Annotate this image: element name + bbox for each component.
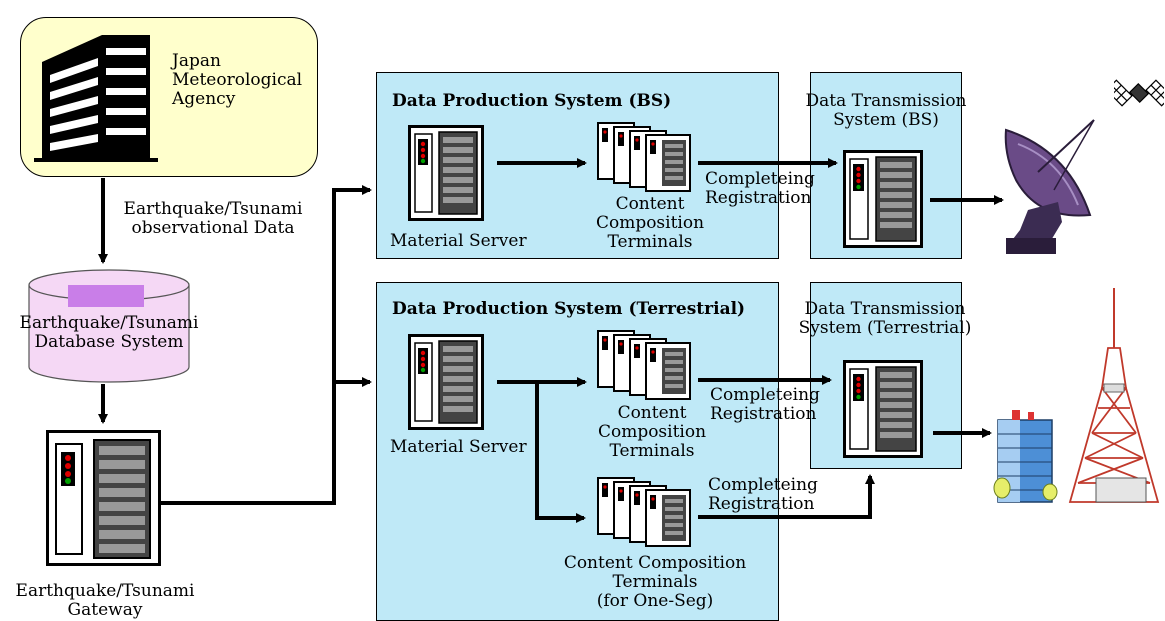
bs-material-server-label: Material Server: [390, 231, 527, 251]
terrestrial-material-server-label: Material Server: [390, 437, 527, 457]
bs-production-title: Data Production System (BS): [392, 91, 672, 111]
server-icon: [843, 360, 923, 458]
office-building-icon: [993, 410, 1058, 503]
terminals-icon: [597, 477, 691, 547]
server-icon: [408, 125, 484, 221]
satellite-dish-icon: [1004, 119, 1095, 254]
server-icon: [408, 334, 484, 430]
terminals-icon: [597, 330, 691, 400]
server-icon: [843, 150, 923, 248]
terminals-icon: [597, 122, 691, 192]
server-icon: [46, 430, 161, 566]
terrestrial-production-title: Data Production System (Terrestrial): [392, 299, 746, 319]
tv-tower-icon: [1068, 288, 1160, 503]
satellite-icon: [1114, 79, 1164, 107]
